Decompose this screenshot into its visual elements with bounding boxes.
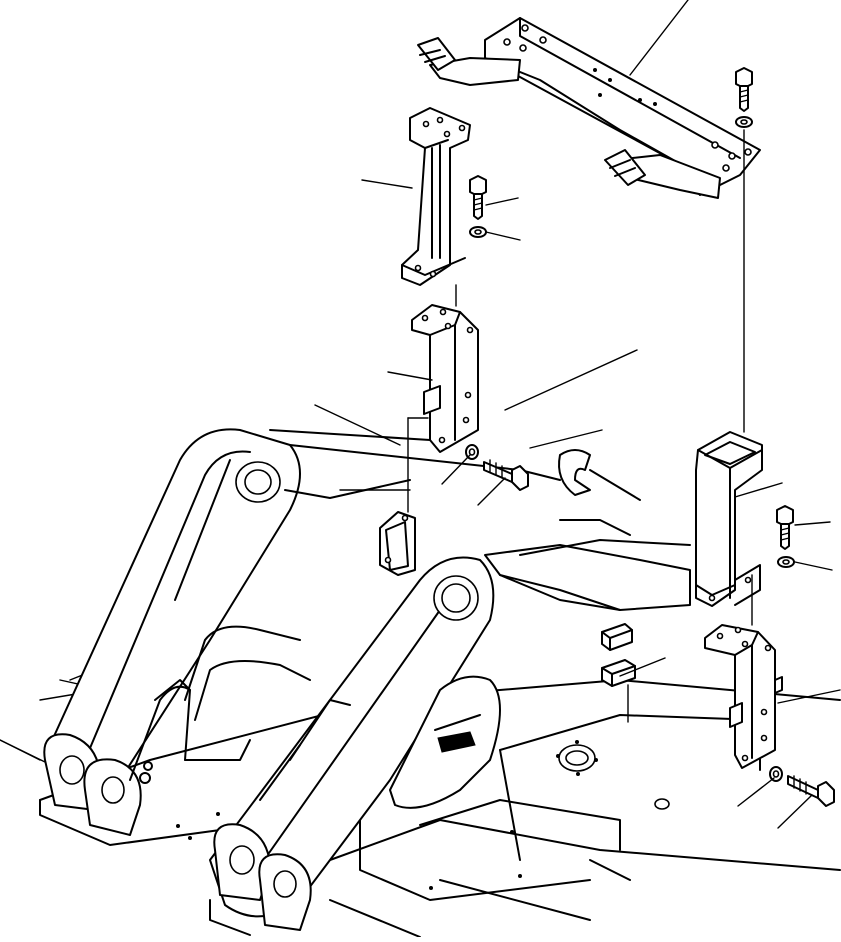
stopper-block [601,623,636,687]
bolt [469,67,835,807]
washer [465,116,795,782]
lower-bracket-left [411,304,479,453]
upper-pillar-left [401,107,471,286]
support-beam [417,17,761,199]
lower-bracket-right [704,624,783,769]
boom-support-frame [43,428,691,931]
cover-plate [379,511,416,576]
upper-pillar-right [695,431,763,607]
alignment-lines [314,129,753,723]
leader-lines [0,0,841,829]
